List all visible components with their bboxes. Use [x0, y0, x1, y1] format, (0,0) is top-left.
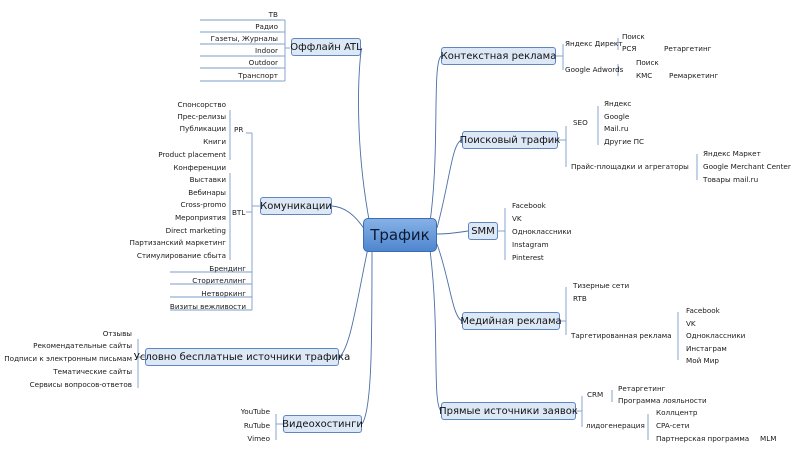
topic-exhibitions[interactable]: Выставки: [189, 175, 226, 184]
topic-email-signatures[interactable]: Подписи к электронным письмам: [4, 354, 132, 363]
topic-recommendation-sites[interactable]: Рекомендательные сайты: [33, 341, 132, 350]
topic-target-vk[interactable]: VK: [686, 319, 696, 328]
branch-offline-atl[interactable]: Оффлайн ATL: [290, 38, 362, 56]
topic-call-center[interactable]: Коллцентр: [656, 408, 698, 417]
branch-video-hosting[interactable]: Видеохостинги: [282, 415, 363, 433]
topic-crm-retargeting[interactable]: Ретаргетинг: [618, 384, 666, 393]
central-topic[interactable]: Трафик: [363, 218, 437, 252]
topic-sales-promotion[interactable]: Стимулирование сбыта: [136, 251, 226, 260]
topic-publications[interactable]: Публикации: [179, 124, 226, 133]
topic-direct-marketing[interactable]: Direct marketing: [165, 226, 226, 235]
topic-google-merchant[interactable]: Google Merchant Center: [703, 162, 791, 171]
topic-vimeo[interactable]: Vimeo: [247, 434, 270, 443]
topic-target-instagram[interactable]: Инстаграм: [686, 344, 727, 353]
topic-outdoor[interactable]: Outdoor: [248, 58, 278, 67]
branch-free-sources[interactable]: Условно бесплатные источники трафика: [134, 348, 350, 366]
topic-yandex-direct[interactable]: Яндекс Директ: [565, 39, 623, 48]
topic-retargeting-y[interactable]: Ретаргетинг: [664, 44, 712, 53]
topic-smm-ok[interactable]: Одноклассники: [512, 227, 572, 236]
topic-teaser-networks[interactable]: Тизерные сети: [573, 281, 630, 290]
topic-indoor[interactable]: Indoor: [255, 46, 278, 55]
topic-google-adwords[interactable]: Google Adwords: [565, 65, 624, 74]
topic-product-placement[interactable]: Product placement: [158, 150, 226, 159]
topic-seo-yandex[interactable]: Яндекс: [604, 99, 632, 108]
topic-seo[interactable]: SEO: [573, 118, 588, 127]
topic-yandex-search[interactable]: Поиск: [622, 32, 645, 41]
topic-smm-pinterest[interactable]: Pinterest: [512, 253, 544, 262]
topic-targeted-ads[interactable]: Таргетированная реклама: [571, 331, 672, 340]
topic-rutube[interactable]: RuTube: [243, 421, 270, 430]
topic-cross-promo[interactable]: Cross-promo: [180, 200, 226, 209]
topic-courtesy-visits[interactable]: Визиты вежливости: [169, 302, 246, 311]
branch-direct-leads[interactable]: Прямые источники заявок: [439, 402, 578, 420]
topic-qa-services[interactable]: Сервисы вопросов-ответов: [29, 380, 132, 389]
topic-radio[interactable]: Радио: [255, 22, 278, 31]
topic-target-ok[interactable]: Одноклассники: [686, 331, 746, 340]
topic-price-aggregators[interactable]: Прайс-площадки и агрегаторы: [571, 162, 689, 171]
topic-mailru-goods[interactable]: Товары mail.ru: [703, 175, 759, 184]
topic-books[interactable]: Книги: [203, 137, 226, 146]
branch-context-ads[interactable]: Контекстная реклама: [441, 47, 556, 65]
topic-newspapers[interactable]: Газеты, Журналы: [210, 34, 278, 43]
topic-rsya[interactable]: РСЯ: [622, 44, 637, 53]
topic-branding[interactable]: Брендинг: [209, 264, 246, 273]
topic-rtb[interactable]: RTB: [573, 294, 587, 303]
topic-target-facebook[interactable]: Facebook: [686, 306, 720, 315]
topic-sponsorship[interactable]: Спонсорство: [177, 100, 227, 109]
topic-loyalty-program[interactable]: Программа лояльности: [618, 396, 707, 405]
topic-reviews[interactable]: Отзывы: [102, 329, 132, 338]
topic-storytelling[interactable]: Сторителлинг: [192, 276, 246, 285]
topic-press-releases[interactable]: Прес-релизы: [177, 112, 226, 121]
topic-btl[interactable]: BTL: [232, 208, 246, 217]
topic-webinars[interactable]: Вебинары: [188, 188, 226, 197]
topic-partner-program[interactable]: Партнерская программа: [656, 434, 750, 443]
topic-yandex-market[interactable]: Яндекс Маркет: [703, 149, 761, 158]
topic-tv[interactable]: ТВ: [268, 10, 278, 19]
topic-kms[interactable]: КМС: [636, 71, 653, 80]
topic-cpa-networks[interactable]: CPA-сети: [656, 421, 690, 430]
topic-conferences[interactable]: Конференции: [173, 163, 226, 172]
topic-pr[interactable]: PR: [234, 125, 244, 134]
topic-smm-vk[interactable]: VK: [512, 214, 522, 223]
topic-remarketing[interactable]: Ремаркетинг: [669, 71, 719, 80]
branch-search-traffic[interactable]: Поисковый трафик: [460, 131, 560, 149]
topic-thematic-sites[interactable]: Тематические сайты: [53, 367, 132, 376]
topic-smm-instagram[interactable]: Instagram: [512, 240, 549, 249]
topic-crm[interactable]: CRM: [587, 390, 604, 399]
topic-transport[interactable]: Транспорт: [238, 71, 278, 80]
branch-media-ads[interactable]: Медийная реклама: [460, 312, 562, 330]
topic-lead-generation[interactable]: лидогенерация: [586, 421, 645, 430]
topic-events[interactable]: Мероприятия: [174, 213, 226, 222]
topic-seo-other[interactable]: Другие ПС: [604, 137, 645, 146]
topic-guerrilla-marketing[interactable]: Партизанский маркетинг: [129, 238, 226, 247]
topic-smm-facebook[interactable]: Facebook: [512, 201, 546, 210]
branch-communications[interactable]: Комуникации: [260, 197, 332, 215]
topic-seo-google[interactable]: Google: [604, 112, 630, 121]
topic-seo-mailru[interactable]: Mail.ru: [604, 124, 629, 133]
branch-smm[interactable]: SMM: [468, 222, 498, 240]
topic-networking[interactable]: Нетворкинг: [201, 289, 246, 298]
topic-youtube[interactable]: YouTube: [240, 407, 270, 416]
topic-google-search[interactable]: Поиск: [636, 58, 659, 67]
topic-target-moymir[interactable]: Мой Мир: [686, 356, 719, 365]
topic-mlm[interactable]: MLM: [760, 434, 777, 443]
